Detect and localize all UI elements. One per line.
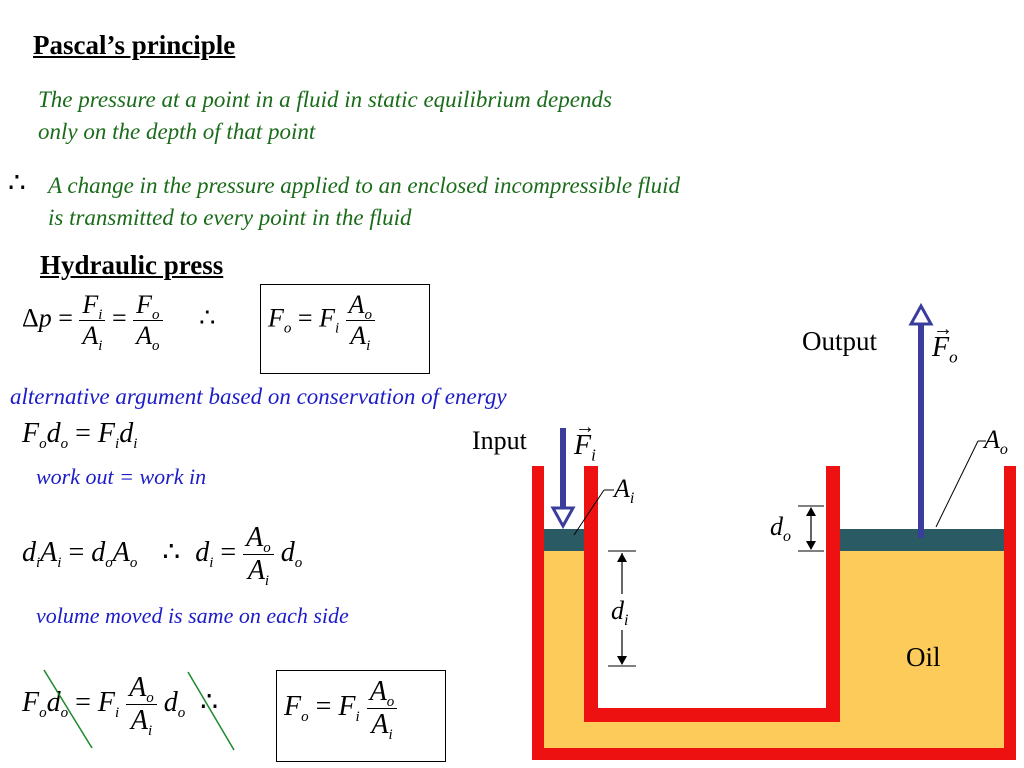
consequence-line-1: A change in the pressure applied to an e… <box>48 173 680 198</box>
work-equation: Fodo = Fidi <box>22 418 138 452</box>
volume-note: volume moved is same on each side <box>36 603 349 628</box>
input-displacement-label: di <box>611 596 629 630</box>
result-box-1 <box>260 284 430 374</box>
oil-right <box>840 551 1004 722</box>
output-arrow-head <box>908 302 934 326</box>
output-piston <box>840 529 1004 551</box>
do-arrow-down <box>806 541 816 550</box>
section-subtitle: Hydraulic press <box>40 250 224 280</box>
result-box-2 <box>276 670 446 762</box>
ai-leader-line <box>573 489 605 536</box>
consequence-line-2: is transmitted to every point in the flu… <box>48 205 412 230</box>
input-force-label: → Fi <box>574 416 596 465</box>
input-arrow-head <box>550 506 576 530</box>
oil-bottom <box>584 722 1004 748</box>
output-force-label: → Fo <box>932 318 958 367</box>
therefore-symbol: ∴ <box>8 168 26 199</box>
cancel-slash-right <box>187 671 235 751</box>
oil-label: Oil <box>906 642 941 672</box>
input-piston <box>544 529 584 551</box>
output-displacement-label: do <box>770 512 791 546</box>
input-label: Input <box>472 426 527 455</box>
di-arrow-up <box>617 553 627 562</box>
cancel-slash-left <box>43 669 93 749</box>
oil-left <box>544 551 584 748</box>
page-title: Pascal’s principle <box>33 30 236 60</box>
principle-line-2: only on the depth of that point <box>38 119 316 144</box>
principle-line-1: The pressure at a point in a fluid in st… <box>38 87 612 112</box>
input-area-label: Ai <box>614 474 635 508</box>
consequence-statement: A change in the pressure applied to an e… <box>48 170 680 234</box>
output-area-label: Ao <box>984 425 1008 459</box>
do-arrow-up <box>806 507 816 516</box>
vector-arrow-input: → <box>575 416 595 438</box>
vector-arrow-output: → <box>933 318 953 340</box>
alt-argument-text: alternative argument based on conservati… <box>10 384 507 409</box>
di-arrow-down <box>617 656 627 665</box>
ao-leader-line <box>935 440 979 528</box>
output-label: Output <box>802 326 878 356</box>
principle-statement: The pressure at a point in a fluid in st… <box>38 84 612 148</box>
work-note: work out = work in <box>36 464 207 489</box>
cancel-marks <box>43 669 235 751</box>
